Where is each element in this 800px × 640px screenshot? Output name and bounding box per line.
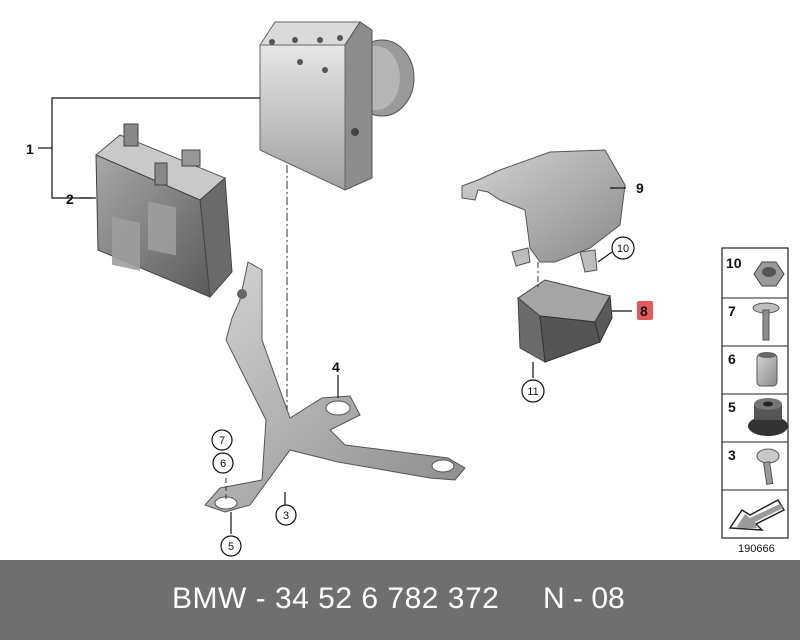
section-code-text: N - 08 <box>543 582 625 615</box>
sensor-bracket <box>461 149 626 273</box>
abs-control-module <box>95 123 233 299</box>
label-8-highlight <box>637 301 653 320</box>
label-4: 4 <box>332 359 340 375</box>
circle-label-6: 6 <box>212 452 234 474</box>
label-9: 9 <box>636 180 644 196</box>
hydraulic-unit <box>259 21 415 191</box>
svg-text:3: 3 <box>283 510 289 522</box>
svg-text:11: 11 <box>527 386 538 398</box>
nut-icon <box>753 261 785 287</box>
svg-text:10: 10 <box>617 243 629 255</box>
label-8: 8 <box>640 303 648 319</box>
legend-num-7: 7 <box>728 303 736 319</box>
part-number-text: BMW - 34 52 6 782 372 <box>172 582 500 615</box>
svg-text:5: 5 <box>228 541 234 553</box>
label-2: 2 <box>66 191 74 207</box>
hardware-legend: 10 7 6 5 3 <box>721 247 789 539</box>
legend-num-3: 3 <box>728 447 736 463</box>
circle-label-3: 3 <box>275 504 297 526</box>
legend-num-5: 5 <box>728 399 736 415</box>
svg-text:7: 7 <box>219 435 225 447</box>
diagram-number: 190666 <box>738 543 775 555</box>
screw-icon <box>756 448 780 485</box>
footer-bar: BMW - 34 52 6 782 372 N - 08 <box>0 560 800 640</box>
svg-text:6: 6 <box>220 458 226 470</box>
legend-num-10: 10 <box>726 255 742 271</box>
legend-num-6: 6 <box>728 351 736 367</box>
circle-label-11: 11 <box>521 379 545 403</box>
grommet-icon <box>748 398 788 436</box>
bolt-icon <box>752 302 780 341</box>
main-bracket <box>204 261 466 513</box>
label-1: 1 <box>26 141 34 157</box>
bushing-icon <box>756 352 778 387</box>
parts-diagram: 1 2 4 9 8 3 5 6 7 10 11 10 <box>26 21 789 557</box>
pointer-arrow-icon <box>728 499 786 531</box>
circle-label-5: 5 <box>220 535 242 557</box>
circle-label-10: 10 <box>611 236 635 260</box>
sensor-module <box>517 279 613 363</box>
circle-label-7: 7 <box>211 429 233 451</box>
